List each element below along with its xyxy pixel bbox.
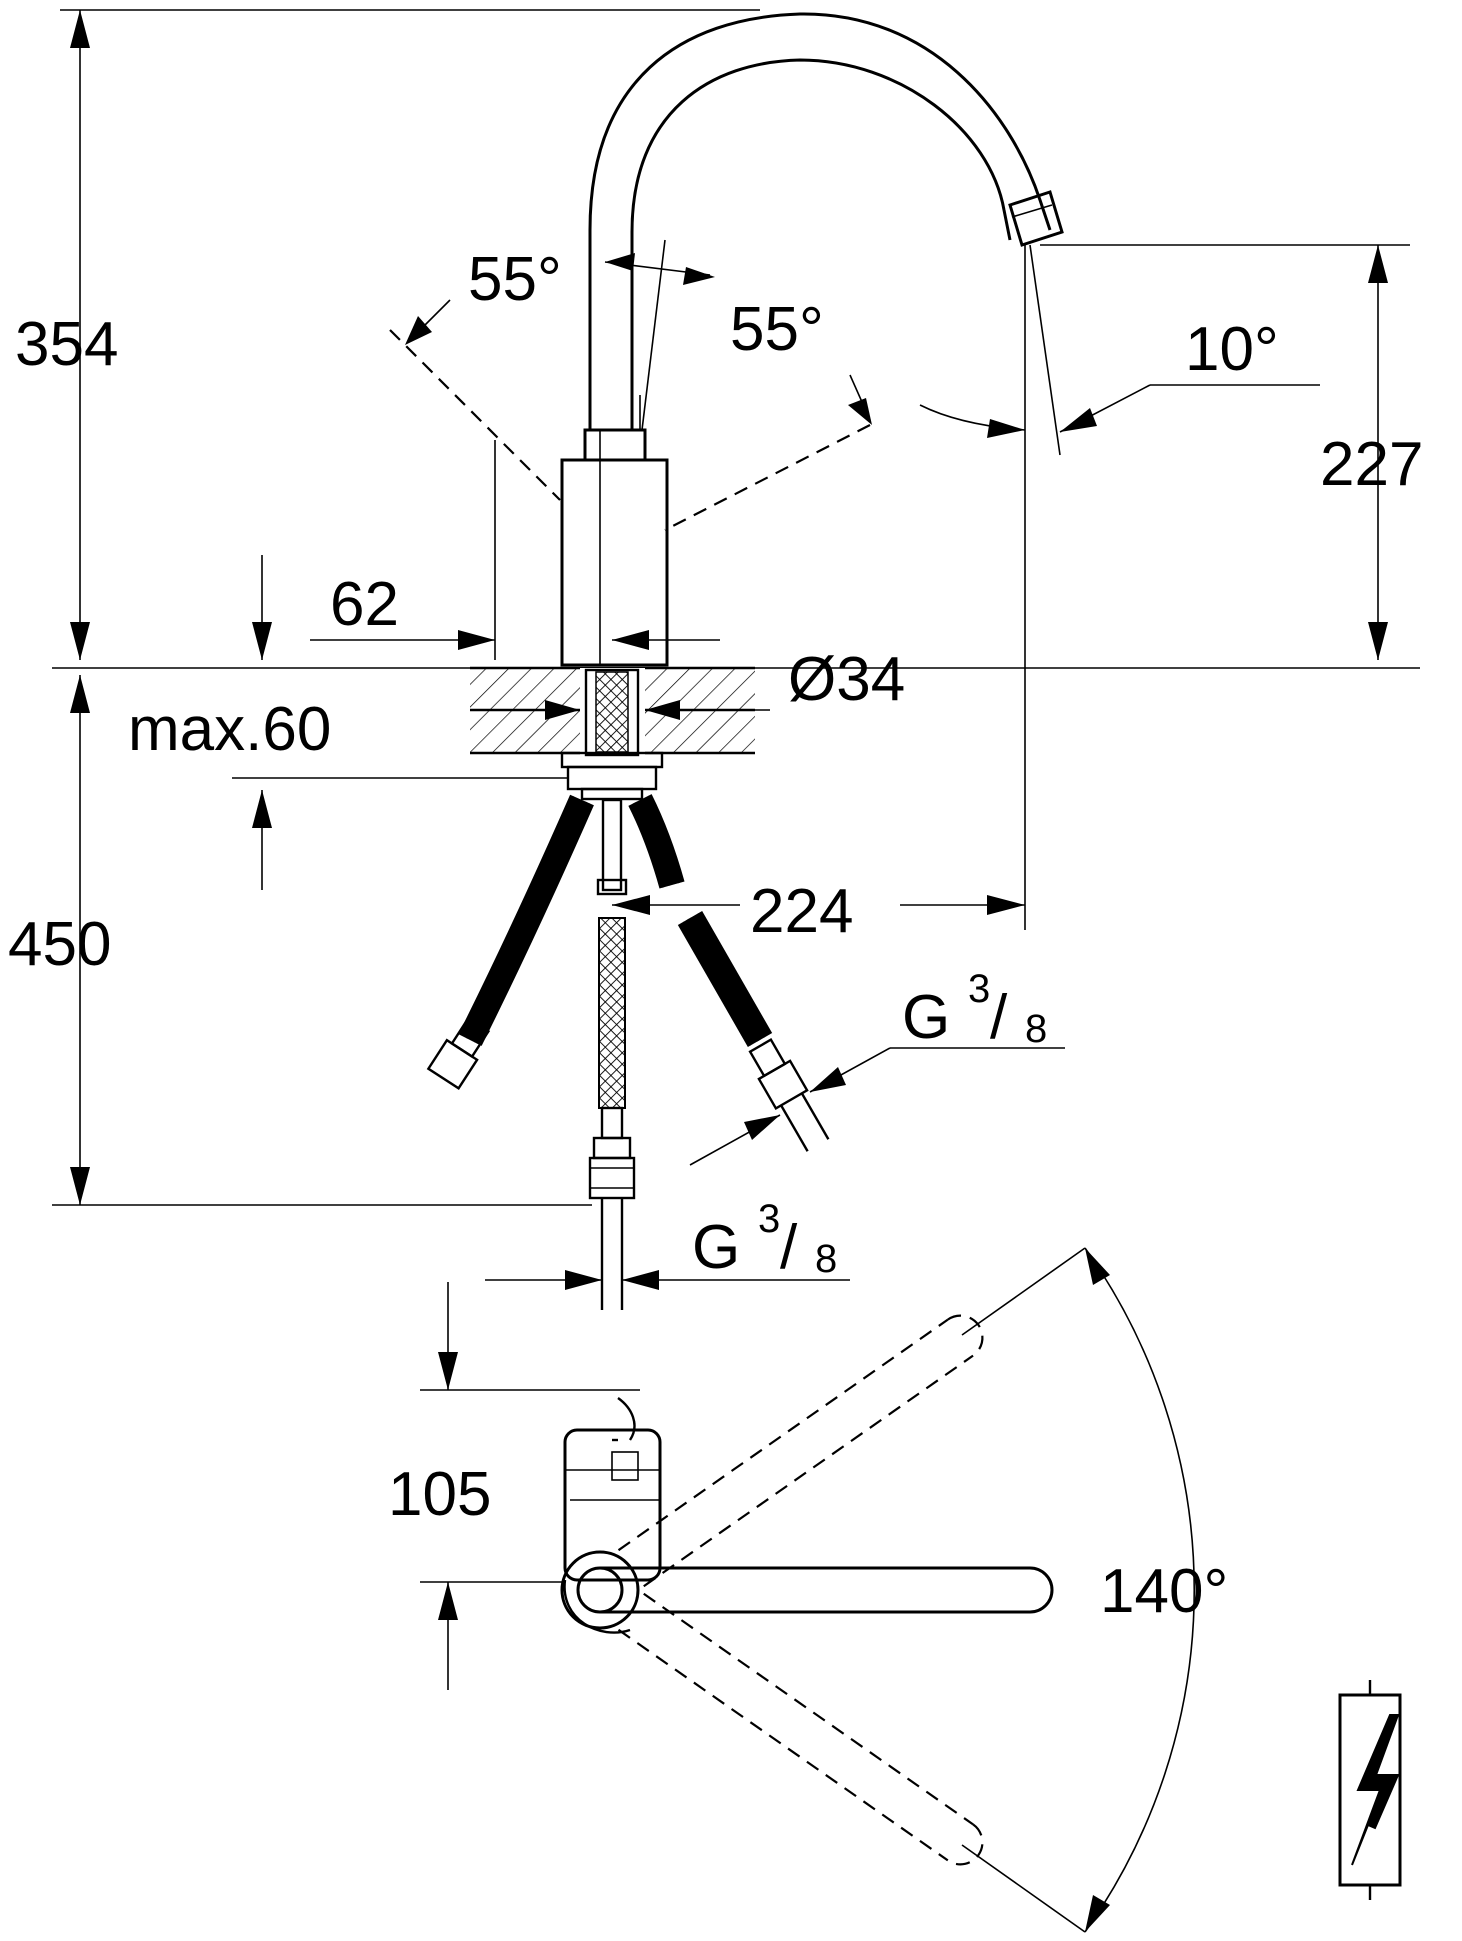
dimension-lines [52,9,1420,1290]
lightning-bolt-icon [1338,1680,1402,1900]
dim-227: 227 [1320,430,1423,499]
faucet-body [560,458,669,667]
dim-224: 224 [750,877,853,946]
dim-10: 10° [1185,315,1279,384]
dim-450: 450 [8,910,111,979]
spout-outer [588,12,1052,430]
svg-text:G: G [692,1213,740,1282]
body-collar [583,428,647,462]
dim-354: 354 [15,310,118,379]
dim-55-left: 55° [468,245,562,314]
plan-body [563,1428,662,1582]
base-circle [560,1550,640,1630]
dim-105: 105 [388,1460,491,1529]
svg-text:8: 8 [1025,1007,1047,1051]
svg-text:/: / [990,983,1008,1052]
thread-label-bottom: G 3 / 8 [692,1197,837,1282]
lever-handle [600,1566,1054,1614]
mounting-nut [566,765,658,791]
faucet-elevation [389,12,1064,1310]
dim-140: 140° [1100,1557,1228,1626]
svg-text:8: 8 [815,1237,837,1281]
svg-text:3: 3 [758,1197,780,1241]
dim-62: 62 [330,570,399,639]
svg-text:/: / [780,1213,798,1282]
spout-inner [630,58,1012,430]
faucet-plan-view [420,1247,1195,1933]
thread-label-right: G 3 / 8 [902,967,1047,1052]
center-pipe [601,798,623,892]
dim-max-60: max.60 [128,695,331,764]
dim-55-right: 55° [730,295,824,364]
svg-text:3: 3 [968,967,990,1011]
dim-diameter-34: Ø34 [788,645,905,714]
spout-tip [1008,190,1064,247]
svg-text:G: G [902,983,950,1052]
